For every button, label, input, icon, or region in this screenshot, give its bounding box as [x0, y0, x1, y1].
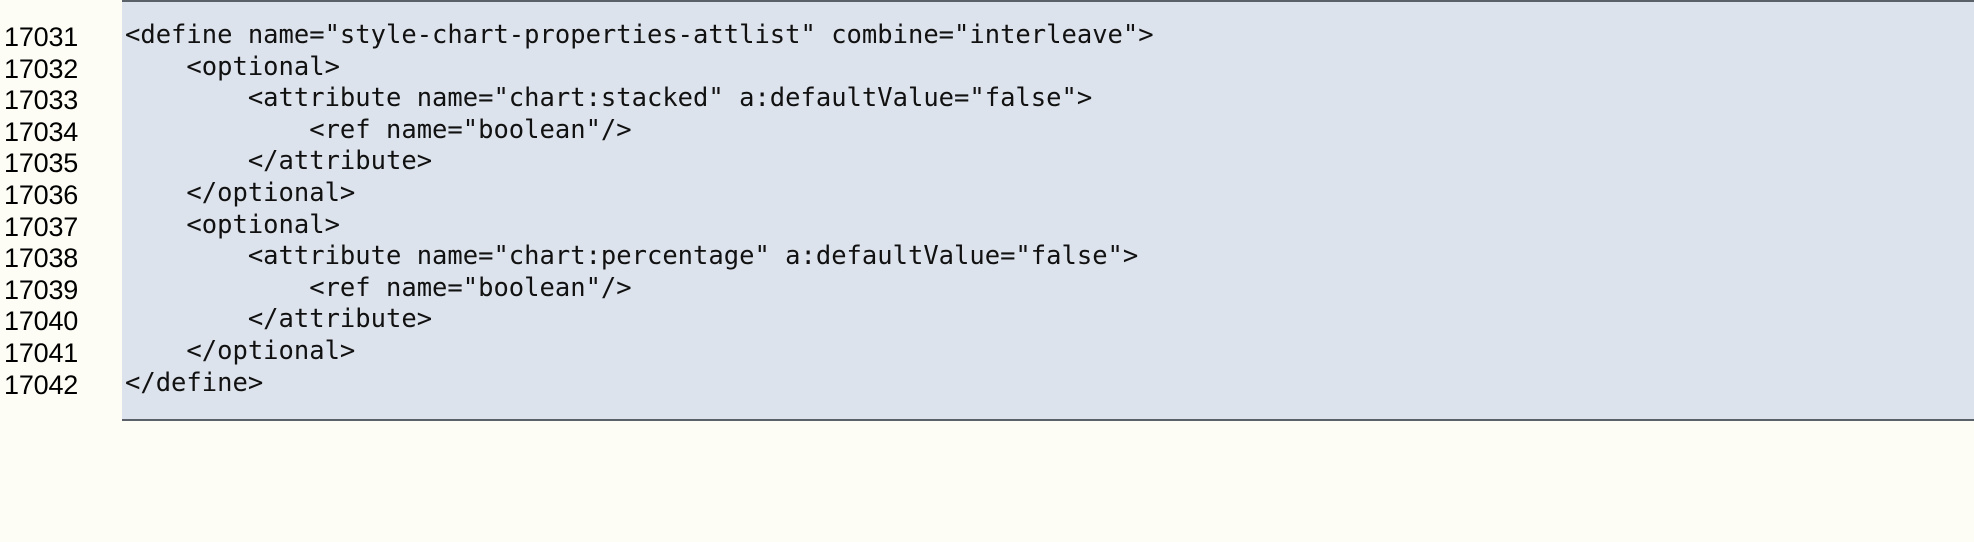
line-number: 17035: [4, 148, 79, 179]
line-number: 17033: [4, 85, 79, 116]
line-number: 17040: [4, 306, 79, 337]
code-line: </attribute>: [125, 146, 433, 177]
line-number: 17041: [4, 337, 79, 368]
panel-bottom-rule: [122, 419, 1974, 422]
code-line: </optional>: [125, 177, 356, 208]
line-number: 17031: [4, 22, 79, 52]
line-number: 17037: [4, 211, 79, 242]
line-number: 17036: [4, 179, 79, 210]
line-number: 17032: [4, 53, 79, 84]
code-line: <ref name="boolean"/>: [125, 272, 632, 303]
code-line: </optional>: [125, 335, 356, 366]
code-line: <optional>: [125, 51, 340, 82]
line-number: 17034: [4, 116, 79, 147]
code-line: <optional>: [125, 209, 340, 240]
code-line: <ref name="boolean"/>: [125, 114, 632, 145]
code-line: <define name="style-chart-properties-att…: [125, 20, 1154, 50]
line-number: 17042: [4, 369, 79, 400]
code-body: <define name="style-chart-properties-att…: [122, 2, 1974, 419]
code-line: </attribute>: [125, 304, 433, 335]
code-line: <attribute name="chart:stacked" a:defaul…: [125, 83, 1093, 114]
line-number-gutter: 17031 17032 17033 17034 17035 17036 1703…: [0, 0, 122, 402]
code-panel: <define name="style-chart-properties-att…: [122, 0, 1974, 422]
code-line: <attribute name="chart:percentage" a:def…: [125, 241, 1139, 272]
code-line: </define>: [125, 367, 264, 398]
line-number: 17039: [4, 274, 79, 305]
panel-top-rule: [122, 0, 1974, 2]
line-number: 17038: [4, 243, 79, 274]
